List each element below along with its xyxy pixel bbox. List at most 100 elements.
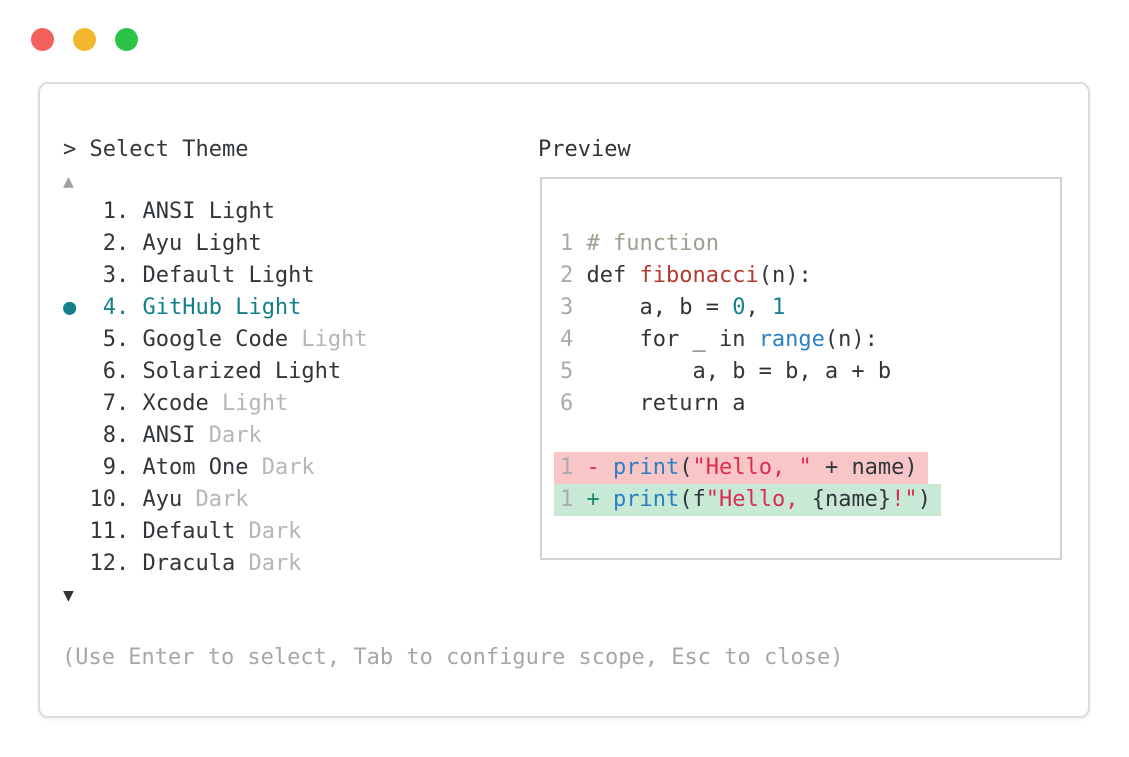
theme-list-item-github-light[interactable]: ● 4. GitHub Light — [63, 292, 368, 324]
code-line: 6 return a — [560, 388, 941, 420]
code-token-text: a, b = — [586, 295, 733, 320]
theme-number: 8. — [63, 423, 143, 448]
code-token-text: (f — [679, 487, 706, 512]
preview-title: Preview — [538, 137, 631, 162]
theme-number: 5. — [63, 327, 143, 352]
code-token-text: ( — [679, 455, 693, 480]
theme-list-item-xcode[interactable]: 7. Xcode Light — [63, 388, 368, 420]
theme-list-item-ansi-light[interactable]: 1. ANSI Light — [63, 196, 368, 228]
page-title: Select Theme — [89, 137, 249, 162]
theme-list-item-ayu[interactable]: 10. Ayu Dark — [63, 484, 368, 516]
code-line: 2 def fibonacci(n): — [560, 260, 941, 292]
select-theme-prompt: > Select Theme — [63, 134, 248, 166]
code-token-str: "Hello, " — [692, 455, 812, 480]
theme-number: 9. — [63, 455, 143, 480]
code-token-num: 0 — [732, 295, 746, 320]
line-number: 5 — [560, 359, 587, 384]
theme-name: ANSI Light — [142, 199, 275, 224]
theme-name: Dracula — [142, 551, 236, 576]
window-controls — [31, 28, 138, 51]
theme-name: Atom One — [142, 455, 249, 480]
theme-list-item-default-light[interactable]: 3. Default Light — [63, 260, 368, 292]
code-token-text: , — [745, 295, 772, 320]
prompt-caret: > — [63, 137, 90, 162]
selected-bullet-icon: ● — [63, 295, 77, 320]
code-token-text: (n): — [758, 263, 812, 288]
theme-list-item-solarized-light[interactable]: 6. Solarized Light — [63, 356, 368, 388]
code-line-content: 6 return a — [560, 388, 745, 420]
code-line-content: 5 a, b = b, a + b — [560, 356, 891, 388]
line-number: 4 — [560, 327, 587, 352]
theme-list: 1. ANSI Light 2. Ayu Light 3. Default Li… — [63, 196, 368, 580]
theme-number: 1. — [63, 199, 143, 224]
code-token-builtin: range — [758, 327, 825, 352]
code-line-content: 4 for _ in range(n): — [560, 324, 878, 356]
theme-selector-window: > Select Theme ▲ 1. ANSI Light 2. Ayu Li… — [38, 82, 1090, 718]
theme-list-item-ayu-light[interactable]: 2. Ayu Light — [63, 228, 368, 260]
keyboard-hint: (Use Enter to select, Tab to configure s… — [62, 645, 844, 670]
theme-variant-dimmed: Dark — [235, 519, 302, 544]
code-line-content: 2 def fibonacci(n): — [560, 260, 812, 292]
code-token-text: for _ in — [586, 327, 759, 352]
code-token-builtin: print — [613, 455, 680, 480]
theme-name: Ayu — [142, 487, 183, 512]
theme-variant-dimmed: Light — [288, 327, 368, 352]
code-line — [560, 420, 941, 452]
diff-removed-line: 1 - print("Hello, " + name) — [554, 452, 941, 484]
code-line: 5 a, b = b, a + b — [560, 356, 941, 388]
theme-variant-dimmed: Light — [208, 391, 289, 416]
code-line-content: 1 # function — [560, 228, 719, 260]
code-line-content: 3 a, b = 0, 1 — [560, 292, 785, 324]
scroll-up-indicator: ▲ — [63, 171, 74, 192]
theme-number: 3. — [63, 263, 143, 288]
theme-name: Xcode — [142, 391, 209, 416]
theme-list-item-google-code[interactable]: 5. Google Code Light — [63, 324, 368, 356]
code-token-text: {name} — [811, 487, 892, 512]
theme-variant-dimmed: Dark — [195, 423, 262, 448]
theme-name: Google Code — [142, 327, 289, 352]
code-line: 1 # function — [560, 228, 941, 260]
code-token-num: 1 — [771, 295, 786, 320]
code-token-builtin: print — [613, 487, 680, 512]
code-line-content: 1 + print(f"Hello, {name}!") — [554, 484, 941, 516]
theme-variant-dimmed: Dark — [235, 551, 302, 576]
code-token-text: ) — [917, 487, 931, 512]
line-number: 2 — [560, 263, 587, 288]
code-token-str: !" — [891, 487, 918, 512]
line-number: 1 — [560, 455, 587, 480]
theme-number: 10. — [63, 487, 143, 512]
code-line: 4 for _ in range(n): — [560, 324, 941, 356]
code-line-content: 1 - print("Hello, " + name) — [554, 452, 928, 484]
code-token-text: (n): — [824, 327, 878, 352]
theme-list-item-ansi[interactable]: 8. ANSI Dark — [63, 420, 368, 452]
theme-name: Ayu Light — [142, 231, 262, 256]
theme-name: ANSI — [142, 423, 196, 448]
theme-list-item-dracula[interactable]: 12. Dracula Dark — [63, 548, 368, 580]
theme-name: Default — [142, 519, 236, 544]
code-token-text: def — [586, 263, 640, 288]
line-number: 1 — [560, 231, 587, 256]
minimize-button[interactable] — [73, 28, 96, 51]
theme-list-item-atom-one[interactable]: 9. Atom One Dark — [63, 452, 368, 484]
close-button[interactable] — [31, 28, 54, 51]
maximize-button[interactable] — [115, 28, 138, 51]
code-token-comment: # function — [586, 231, 719, 256]
theme-variant-dimmed: Dark — [248, 455, 315, 480]
code-token-text: return a — [586, 391, 746, 416]
theme-number: 7. — [63, 391, 143, 416]
theme-number: 2. — [63, 231, 143, 256]
theme-variant-dimmed: Dark — [182, 487, 249, 512]
code-token-text: a, b = b, a + b — [586, 359, 892, 384]
theme-list-item-default[interactable]: 11. Default Dark — [63, 516, 368, 548]
theme-name: GitHub Light — [142, 295, 302, 320]
diff-added-line: 1 + print(f"Hello, {name}!") — [554, 484, 941, 516]
code-token-str: "Hello, — [705, 487, 812, 512]
code-line: 3 a, b = 0, 1 — [560, 292, 941, 324]
line-number: 6 — [560, 391, 587, 416]
theme-number: 4. — [63, 295, 143, 320]
code-token-plus: + — [586, 487, 613, 512]
code-token-text: + name) — [811, 455, 918, 480]
